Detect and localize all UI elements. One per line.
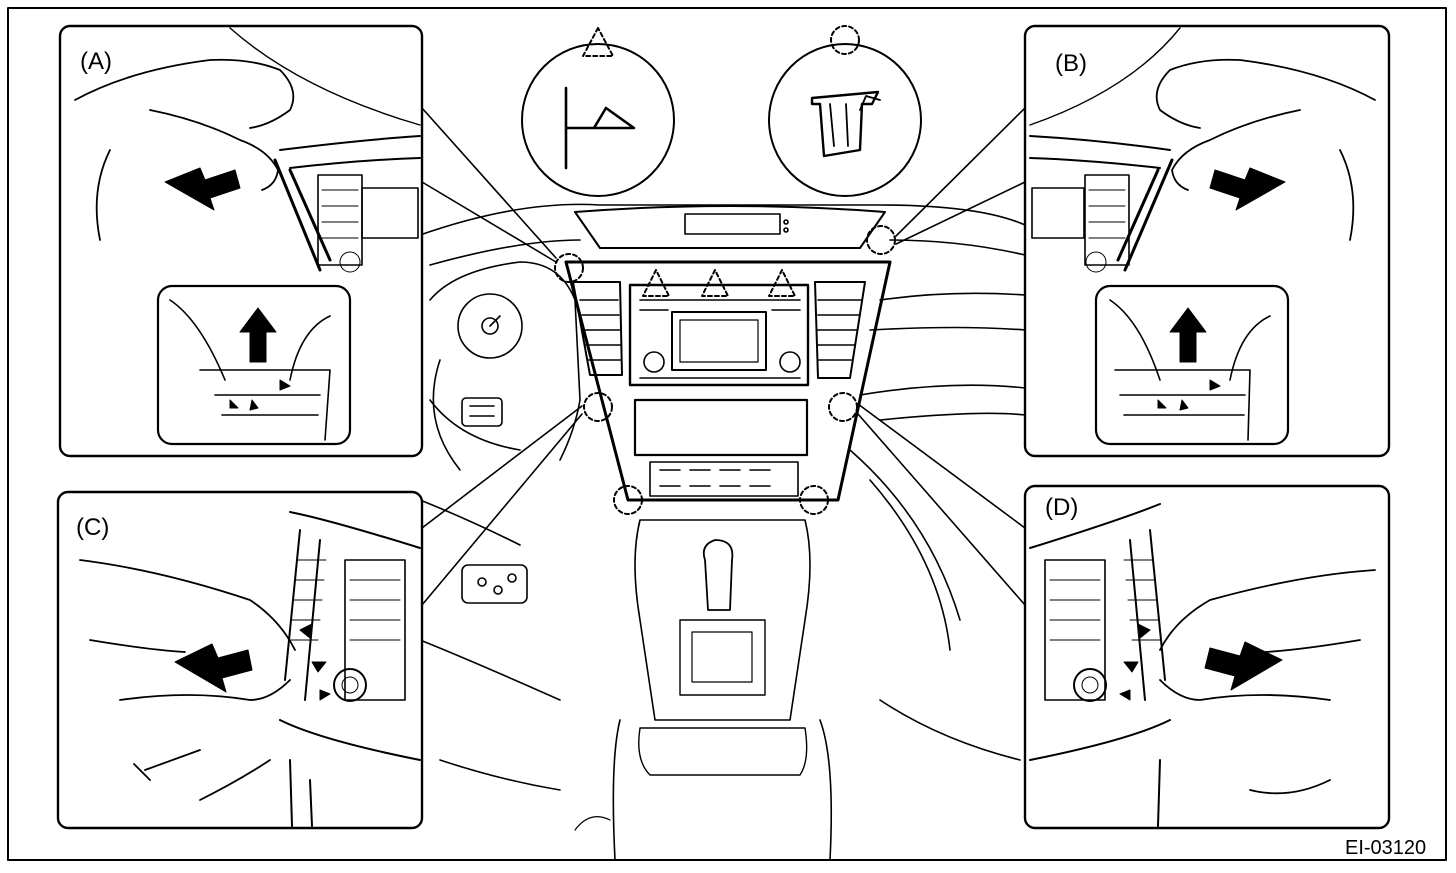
left-vent [572,281,623,376]
shift-console [634,519,811,721]
claw-marker-3 [768,269,796,297]
panel-d [1023,484,1391,830]
center-panel [564,260,892,502]
upper-display [684,213,781,235]
clip-marker-low-right [799,485,829,515]
claw-marker-1 [642,269,670,297]
outer-frame [7,7,1447,861]
clip-legend [768,25,922,197]
audio-knob-left [643,351,665,373]
arrow-pull-icon [174,643,253,693]
clip-shape [810,90,880,158]
clip-marker-top-right [866,225,896,255]
knob [1073,668,1107,702]
panel-label-a: (A) [80,48,112,75]
lower-pocket [633,398,809,457]
callout-lines [421,107,1026,606]
panel-a [58,24,424,458]
audio-unit [628,283,810,387]
audio-screen [671,311,767,371]
steering-wheel [429,261,581,471]
pedal-box [461,564,528,604]
claw-marker-2 [701,269,729,297]
clip-marker-low-left [613,485,643,515]
clip-legend-circle [830,25,860,55]
figure-code: EI-03120 [1345,837,1427,859]
claw-legend [521,27,675,197]
shift-lever [702,539,734,611]
panel-c [56,490,424,830]
dashboard-scene [419,203,1026,861]
wheel-buttons [461,397,503,427]
arrow-pull-icon [164,167,241,211]
arrow-up-icon [1169,307,1207,363]
arrow-pull-icon [1204,641,1283,691]
panel-b [1023,24,1391,458]
claw-markers [642,269,796,297]
audio-knob-right [779,351,801,373]
clip-marker-mid-right [828,392,858,422]
claw-legend-triangle [582,27,614,57]
gauge [457,293,523,359]
arrow-pull-icon [1209,167,1286,211]
climate-panel [649,461,799,497]
panel-label-d: (D) [1045,494,1079,521]
claw-profile [564,86,636,170]
upper-display-hood [574,205,886,249]
clip-marker-mid-left [583,392,613,422]
panel-label-b: (B) [1055,50,1087,77]
right-vent [814,281,866,379]
panel-label-c: (C) [76,514,110,541]
knob [333,668,367,702]
clip-markers [554,225,896,515]
clip-marker-top-left [554,253,584,283]
arrow-up-icon [239,307,277,363]
